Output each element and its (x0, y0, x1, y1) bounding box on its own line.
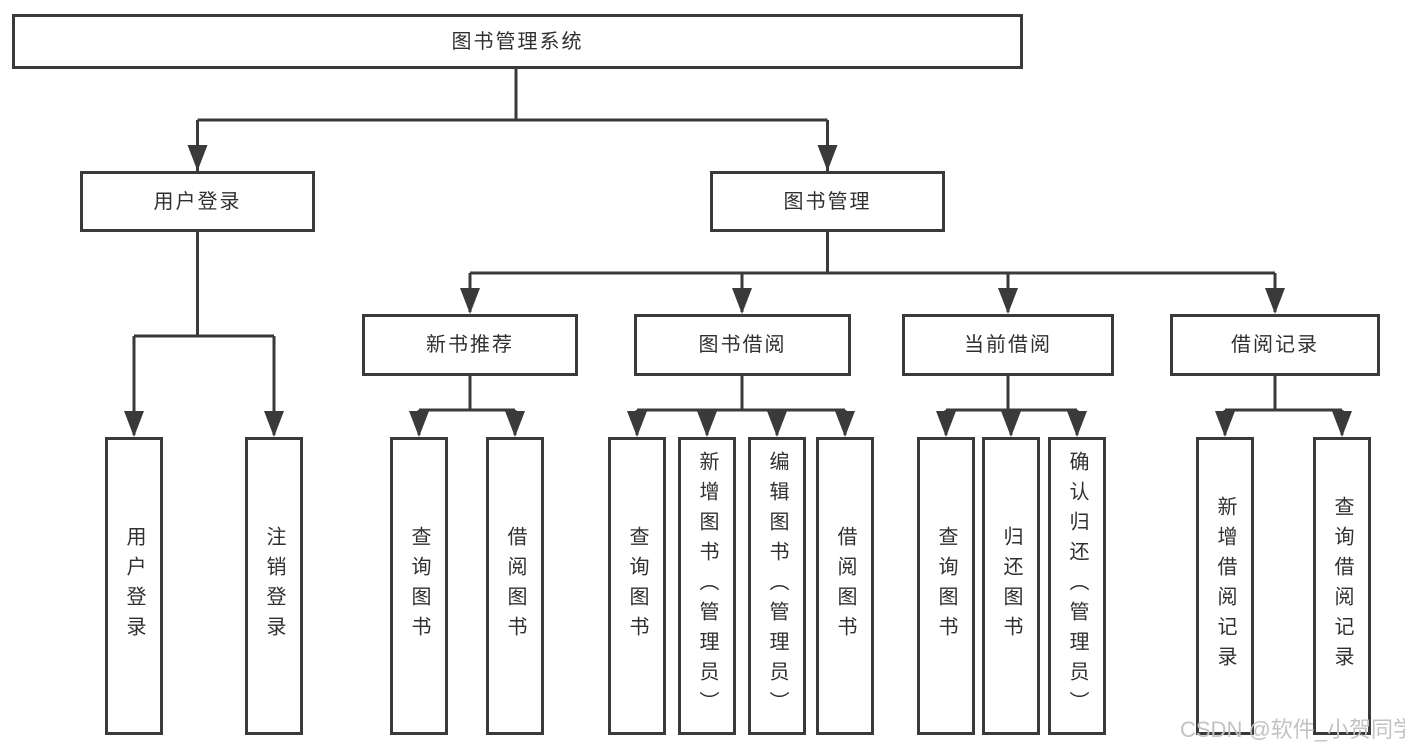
node-borrow-books-borrowing: 借阅图书 (816, 437, 874, 735)
node-borrowing-records: 借阅记录 (1170, 314, 1380, 376)
node-logout-action: 注销登录 (245, 437, 303, 735)
node-add-borrow-record: 新增借阅记录 (1196, 437, 1254, 735)
connector-root-to-level2 (187, 69, 838, 171)
node-user-login-action: 用户登录 (105, 437, 163, 735)
arrowhead-icon (124, 411, 144, 437)
node-edit-books-admin: 编辑图书（管理员） (748, 437, 806, 735)
node-label: 借阅图书 (834, 526, 856, 646)
node-library-system: 图书管理系统 (12, 14, 1023, 69)
arrowhead-icon (187, 145, 208, 171)
connector-borrowing-records-children (1215, 376, 1352, 437)
connector-current-borrowing-children (936, 376, 1087, 437)
node-label: 新增借阅记录 (1214, 496, 1236, 676)
arrowhead-icon (767, 411, 787, 437)
node-label: 用户登录 (123, 526, 145, 646)
node-user-login-group: 用户登录 (80, 171, 315, 232)
node-query-books-current: 查询图书 (917, 437, 975, 735)
arrowhead-icon (627, 411, 647, 437)
node-label: 编辑图书（管理员） (766, 451, 788, 721)
node-query-books-borrowing: 查询图书 (608, 437, 666, 735)
arrowhead-icon (732, 288, 752, 314)
node-current-borrowing: 当前借阅 (902, 314, 1114, 376)
node-label: 查询图书 (626, 526, 648, 646)
connector-book-management-children (460, 232, 1285, 314)
node-query-borrow-record: 查询借阅记录 (1313, 437, 1371, 735)
arrowhead-icon (1001, 411, 1021, 437)
node-label: 注销登录 (263, 526, 285, 646)
node-confirm-return-admin: 确认归还（管理员） (1048, 437, 1106, 735)
node-label: 归还图书 (1000, 526, 1022, 646)
arrowhead-icon (1332, 411, 1352, 437)
node-label: 查询图书 (408, 526, 430, 646)
arrowhead-icon (460, 288, 480, 314)
node-borrow-books-recommend: 借阅图书 (486, 437, 544, 735)
connector-book-borrowing-children (627, 376, 855, 437)
node-label: 用户登录 (153, 190, 242, 213)
arrowhead-icon (936, 411, 956, 437)
arrowhead-icon (697, 411, 717, 437)
arrowhead-icon (1067, 411, 1087, 437)
node-label: 图书借阅 (698, 334, 787, 356)
node-label: 新增图书（管理员） (696, 451, 718, 721)
arrowhead-icon (817, 145, 838, 171)
node-label: 新书推荐 (426, 334, 514, 356)
node-book-borrowing: 图书借阅 (634, 314, 851, 376)
node-label: 确认归还（管理员） (1066, 451, 1088, 721)
arrowhead-icon (835, 411, 855, 437)
node-label: 借阅图书 (504, 526, 526, 646)
node-return-books: 归还图书 (982, 437, 1040, 735)
watermark: CSDN @软件_小贺同学 (1180, 717, 1405, 742)
node-label: 当前借阅 (964, 334, 1052, 356)
node-label: 借阅记录 (1231, 334, 1319, 356)
node-query-books-recommend: 查询图书 (390, 437, 448, 735)
node-label: 图书管理 (783, 190, 872, 213)
arrowhead-icon (505, 411, 525, 437)
connector-new-book-recommend-children (409, 376, 525, 437)
node-label: 图书管理系统 (451, 30, 584, 53)
node-label: 查询图书 (935, 526, 957, 646)
node-add-books-admin: 新增图书（管理员） (678, 437, 736, 735)
node-new-book-recommend: 新书推荐 (362, 314, 578, 376)
arrowhead-icon (409, 411, 429, 437)
arrowhead-icon (264, 411, 284, 437)
node-label: 查询借阅记录 (1331, 496, 1353, 676)
arrowhead-icon (998, 288, 1018, 314)
node-book-management: 图书管理 (710, 171, 945, 232)
arrowhead-icon (1215, 411, 1235, 437)
arrowhead-icon (1265, 288, 1285, 314)
connector-user-login-children (124, 232, 284, 437)
